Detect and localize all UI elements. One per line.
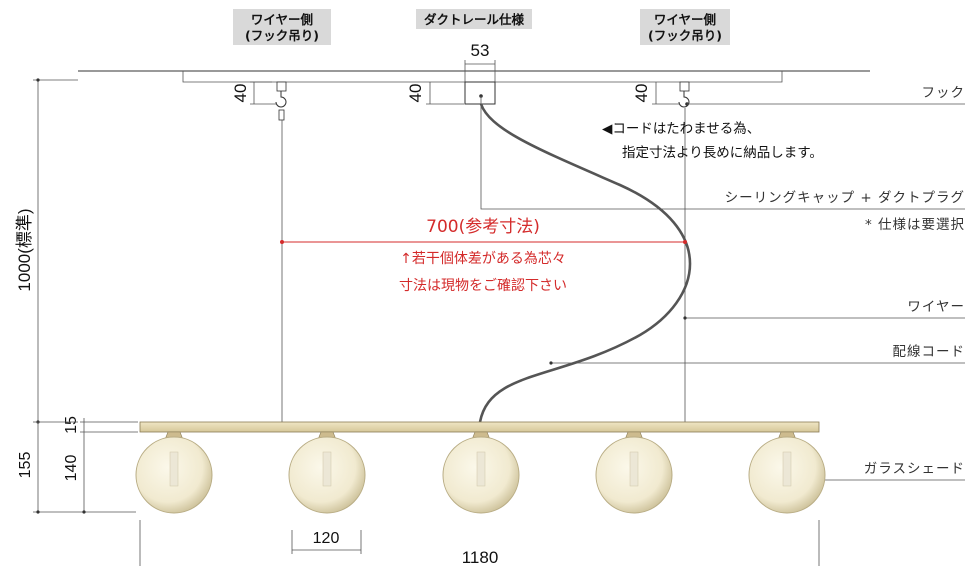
ceiling-cap: [464, 81, 496, 105]
svg-text:ワイヤー側: ワイヤー側: [654, 12, 716, 27]
svg-text:◀コードはたわませる為、: ◀コードはたわませる為、: [602, 121, 760, 137]
svg-text:700(参考寸法): 700(参考寸法): [426, 217, 540, 237]
svg-text:140: 140: [63, 455, 80, 482]
svg-text:配線コード: 配線コード: [893, 344, 966, 360]
glass-shade-2: [288, 431, 366, 514]
glass-shade-1: [135, 431, 213, 514]
bar-thickness-dimension: 15: [63, 416, 138, 434]
svg-text:40: 40: [231, 84, 250, 103]
glass-shade-5: [748, 431, 826, 514]
svg-text:120: 120: [313, 530, 340, 547]
callout-ceiling-cap: シーリングキャップ + ダクトプラグ * 仕様は要選択: [480, 96, 965, 233]
svg-text:40: 40: [632, 84, 651, 103]
callout-hook: フック: [687, 85, 966, 105]
svg-text:1000(標準): 1000(標準): [15, 208, 34, 291]
svg-text:ダクトレール仕様: ダクトレール仕様: [424, 12, 525, 27]
shade-pitch-dimension: 120: [291, 530, 362, 554]
tag-duct-rail: ダクトレール仕様: [416, 9, 532, 29]
svg-text:指定寸法より長めに納品します。: 指定寸法より長めに納品します。: [622, 145, 823, 161]
shade-height-dimension: 140: [63, 432, 136, 514]
total-width-dimension: 1180: [139, 520, 820, 567]
glass-shade-4: [595, 431, 673, 514]
callout-cord: 配線コード: [549, 344, 965, 365]
svg-text:(フック吊り): (フック吊り): [648, 28, 722, 43]
svg-text:155: 155: [17, 452, 34, 479]
svg-text:ワイヤー側: ワイヤー側: [251, 12, 313, 27]
svg-text:シーリングキャップ + ダクトプラグ: シーリングキャップ + ダクトプラグ: [725, 190, 965, 206]
svg-text:53: 53: [471, 41, 490, 60]
total-height-dimension: 1000(標準): [15, 78, 78, 424]
svg-text:* 仕様は要選択: * 仕様は要選択: [865, 217, 965, 233]
glass-shade-3: [442, 431, 520, 514]
svg-text:15: 15: [63, 416, 80, 434]
svg-text:ガラスシェード: ガラスシェード: [864, 461, 965, 477]
cord-note: ◀コードはたわませる為、 指定寸法より長めに納品します。: [602, 121, 823, 161]
tag-right-wire: ワイヤー側 (フック吊り): [640, 9, 730, 45]
center-hook-dimension: 40: [406, 82, 464, 105]
svg-text:↑若干個体差がある為芯々: ↑若干個体差がある為芯々: [400, 251, 566, 267]
ceiling: [78, 70, 870, 83]
fixture-height-dimension: 155: [17, 421, 80, 514]
svg-text:寸法は現物をご確認下さい: 寸法は現物をご確認下さい: [399, 278, 567, 294]
canopy-width-dimension: 53: [464, 41, 496, 82]
svg-text:1180: 1180: [462, 548, 499, 567]
left-hook-dimension: 40: [231, 81, 276, 105]
left-hook: [275, 81, 287, 121]
svg-text:40: 40: [406, 84, 425, 103]
svg-text:(フック吊り): (フック吊り): [245, 28, 319, 43]
reference-width-dimension: 700(参考寸法) ↑若干個体差がある為芯々 寸法は現物をご確認下さい: [280, 217, 687, 294]
right-hook: [678, 81, 690, 108]
callout-wire: ワイヤー: [683, 299, 965, 320]
svg-text:ワイヤー: ワイヤー: [907, 299, 965, 315]
tag-left-wire: ワイヤー側 (フック吊り): [233, 9, 331, 45]
power-cord: [478, 103, 692, 423]
svg-text:フック: フック: [922, 85, 966, 101]
fixture-bar: [139, 421, 820, 433]
right-hook-dimension: 40: [632, 82, 679, 105]
